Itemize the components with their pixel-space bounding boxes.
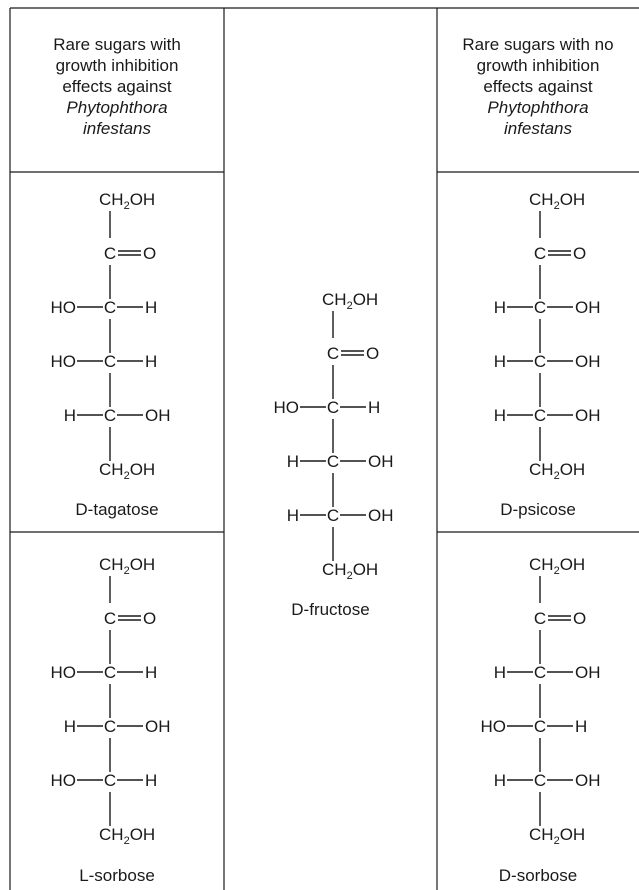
name-d-sorbose: D-sorbose [498,866,578,885]
atom-oxygen: O [573,244,586,263]
atom-carbon: C [534,717,546,736]
substituent-right: OH [575,771,601,790]
atom-carbon: C [327,344,339,363]
substituent-left: H [64,717,76,736]
group-ch2oh: CH2OH [99,460,155,482]
substituent-left: H [64,406,76,425]
substituent-right: OH [145,717,171,736]
substituent-left: HO [51,771,77,790]
atom-carbon: C [327,452,339,471]
name-l-sorbose: L-sorbose [79,866,155,885]
substituent-left: H [494,298,506,317]
header-right-line: effects against [483,77,593,96]
group-ch2oh: CH2OH [99,825,155,847]
atom-carbon: C [104,771,116,790]
header-right-line: Rare sugars with no [462,35,614,54]
atom-carbon: C [534,663,546,682]
substituent-right: OH [368,506,394,525]
substituent-right: OH [575,352,601,371]
atom-carbon: C [104,663,116,682]
substituent-left: HO [51,352,77,371]
atom-carbon: C [534,352,546,371]
substituent-right: H [145,771,157,790]
atom-carbon: C [534,609,546,628]
atom-carbon: C [104,352,116,371]
group-ch2oh: CH2OH [529,460,585,482]
atom-carbon: C [534,244,546,263]
group-ch2oh: CH2OH [529,825,585,847]
substituent-right: OH [575,663,601,682]
substituent-right: OH [575,406,601,425]
header-left-line: Rare sugars with [53,35,181,54]
group-ch2oh: CH2OH [529,555,585,577]
atom-carbon: C [104,717,116,736]
name-d-fructose: D-fructose [291,600,370,619]
atom-oxygen: O [366,344,379,363]
group-ch2oh: CH2OH [529,190,585,212]
substituent-left: H [494,406,506,425]
substituent-right: OH [575,298,601,317]
atom-oxygen: O [143,609,156,628]
substituent-left: H [287,452,299,471]
substituent-right: H [145,663,157,682]
atom-carbon: C [104,609,116,628]
substituent-right: OH [145,406,171,425]
substituent-left: HO [274,398,300,417]
atom-carbon: C [327,398,339,417]
substituent-left: HO [51,298,77,317]
header-left-line: growth inhibition [55,56,179,75]
atom-carbon: C [104,406,116,425]
substituent-right: H [145,298,157,317]
group-ch2oh: CH2OH [99,190,155,212]
name-d-psicose: D-psicose [500,500,576,519]
substituent-left: H [287,506,299,525]
substituent-right: H [575,717,587,736]
group-ch2oh: CH2OH [322,560,378,582]
header-right-organism: Phytophthora [487,98,589,117]
substituent-left: H [494,663,506,682]
atom-carbon: C [534,298,546,317]
header-right-organism: infestans [503,119,573,138]
atom-carbon: C [534,771,546,790]
name-d-tagatose: D-tagatose [75,500,159,519]
atom-carbon: C [327,506,339,525]
header-left: Rare sugars with growth inhibition effec… [10,34,224,139]
header-left-organism: Phytophthora [66,98,168,117]
group-ch2oh: CH2OH [322,290,378,312]
group-ch2oh: CH2OH [99,555,155,577]
atom-oxygen: O [143,244,156,263]
substituent-right: H [368,398,380,417]
atom-oxygen: O [573,609,586,628]
atom-carbon: C [534,406,546,425]
atom-carbon: C [104,298,116,317]
header-right: Rare sugars with no growth inhibition ef… [437,34,639,139]
substituent-left: HO [481,717,507,736]
header-left-line: effects against [62,77,172,96]
header-left-organism: infestans [82,119,152,138]
substituent-right: OH [368,452,394,471]
atom-carbon: C [104,244,116,263]
substituent-right: H [145,352,157,371]
header-right-line: growth inhibition [476,56,600,75]
substituent-left: H [494,352,506,371]
substituent-left: H [494,771,506,790]
substituent-left: HO [51,663,77,682]
